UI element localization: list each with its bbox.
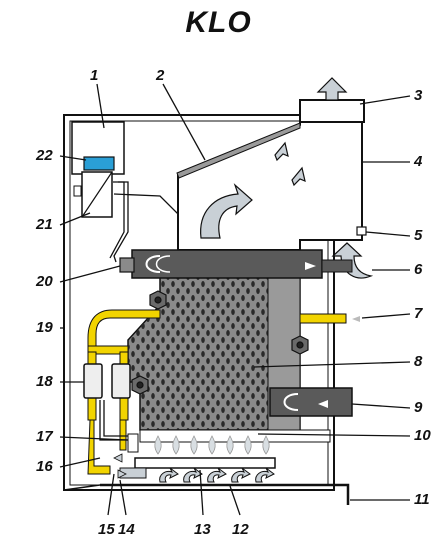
ignition-line	[103, 400, 132, 437]
burner	[119, 457, 276, 483]
pilot-arrow-1	[113, 453, 123, 463]
callout-11: 11	[414, 491, 430, 508]
primary-air-arrows	[159, 467, 275, 483]
control-display	[83, 156, 115, 171]
leader-lines	[59, 83, 411, 516]
callout-15: 15	[98, 521, 115, 538]
gas-pipe-system	[87, 309, 161, 475]
pilot-burner	[127, 433, 139, 453]
callout-22: 22	[35, 147, 53, 164]
gas-control-unit	[73, 171, 113, 218]
burner-flames	[154, 435, 270, 455]
callout-21: 21	[35, 216, 53, 233]
diagram-title: KLO	[185, 6, 252, 39]
callout-4: 4	[413, 153, 423, 170]
callout-9: 9	[414, 399, 423, 416]
draft-diverter-plate	[176, 122, 301, 179]
return-pipe	[269, 387, 353, 417]
callout-7: 7	[414, 305, 423, 322]
pipe-fittings	[119, 257, 309, 395]
combustion-chamber	[139, 429, 331, 455]
gas-inlet-arrow	[352, 316, 360, 322]
gas-inlet-pipe	[299, 313, 347, 324]
small-arrow-1	[274, 141, 289, 162]
callout-3: 3	[414, 87, 423, 104]
callout-labels: 1 2 3 4 5 6 7 8 9 10 11 12 13 14 15 16 1…	[35, 67, 431, 538]
flow-pipe	[131, 249, 353, 279]
callout-16: 16	[36, 458, 53, 475]
flue-outlet	[299, 99, 365, 123]
callout-5: 5	[414, 227, 423, 244]
callout-18: 18	[36, 373, 53, 390]
control-box	[71, 121, 125, 175]
callout-6: 6	[414, 261, 423, 278]
gas-valves	[83, 363, 131, 399]
small-arrow-2	[291, 166, 306, 187]
capillary-wire-2	[109, 181, 125, 259]
pilot-arrow-2	[117, 469, 127, 479]
callout-8: 8	[414, 353, 423, 370]
callout-20: 20	[35, 273, 53, 290]
callout-10: 10	[414, 427, 431, 444]
callout-1: 1	[90, 67, 98, 84]
exhaust-arrow	[316, 77, 348, 101]
draft-hood	[176, 99, 367, 251]
callout-19: 19	[36, 319, 53, 336]
callout-17: 17	[36, 428, 53, 445]
boiler-stand	[100, 483, 350, 505]
callout-14: 14	[118, 521, 135, 538]
callout-13: 13	[194, 521, 211, 538]
flue-gas-arrow	[200, 183, 253, 239]
flue-sensor	[356, 226, 367, 236]
callout-12: 12	[232, 521, 249, 538]
callout-2: 2	[155, 67, 165, 84]
